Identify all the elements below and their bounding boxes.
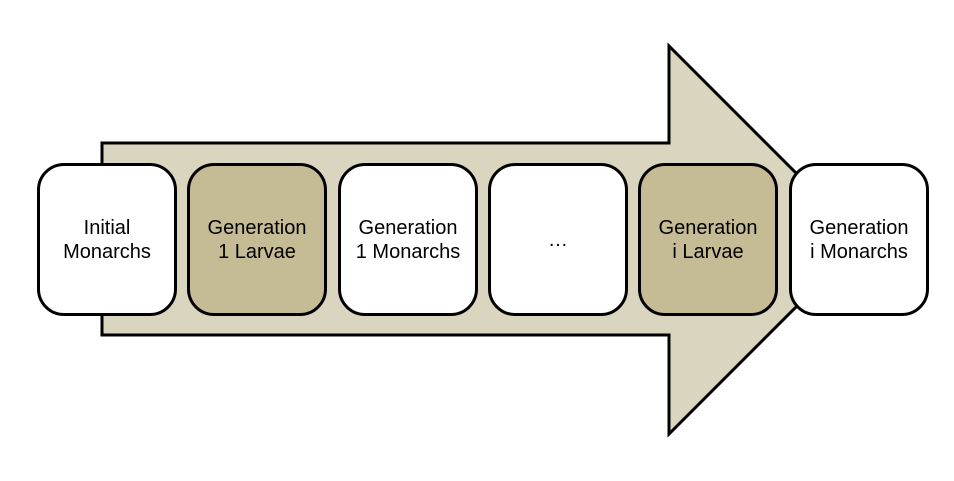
step-generation-1-monarchs: Generation 1 Monarchs — [338, 163, 478, 316]
step-label-line: Initial — [83, 216, 131, 239]
step-label-line: Generation — [207, 216, 307, 239]
step-label-line: i Larvae — [672, 240, 744, 263]
step-label-line: 1 Larvae — [218, 240, 296, 263]
step-label-line: Generation — [358, 216, 458, 239]
step-ellipsis: … — [488, 163, 628, 316]
step-generation-i-monarchs: Generation i Monarchs — [789, 163, 929, 316]
step-label-line: Generation — [809, 216, 909, 239]
process-arrow-shape — [100, 42, 866, 438]
step-label-line: Generation — [658, 216, 758, 239]
step-label-line: i Monarchs — [810, 240, 908, 263]
step-label-line: 1 Monarchs — [355, 240, 461, 263]
step-label-line: … — [548, 228, 568, 251]
step-generation-1-larvae: Generation 1 Larvae — [187, 163, 327, 316]
step-generation-i-larvae: Generation i Larvae — [638, 163, 778, 316]
step-label-line: Monarchs — [63, 240, 151, 263]
step-initial-monarchs: Initial Monarchs — [37, 163, 177, 316]
